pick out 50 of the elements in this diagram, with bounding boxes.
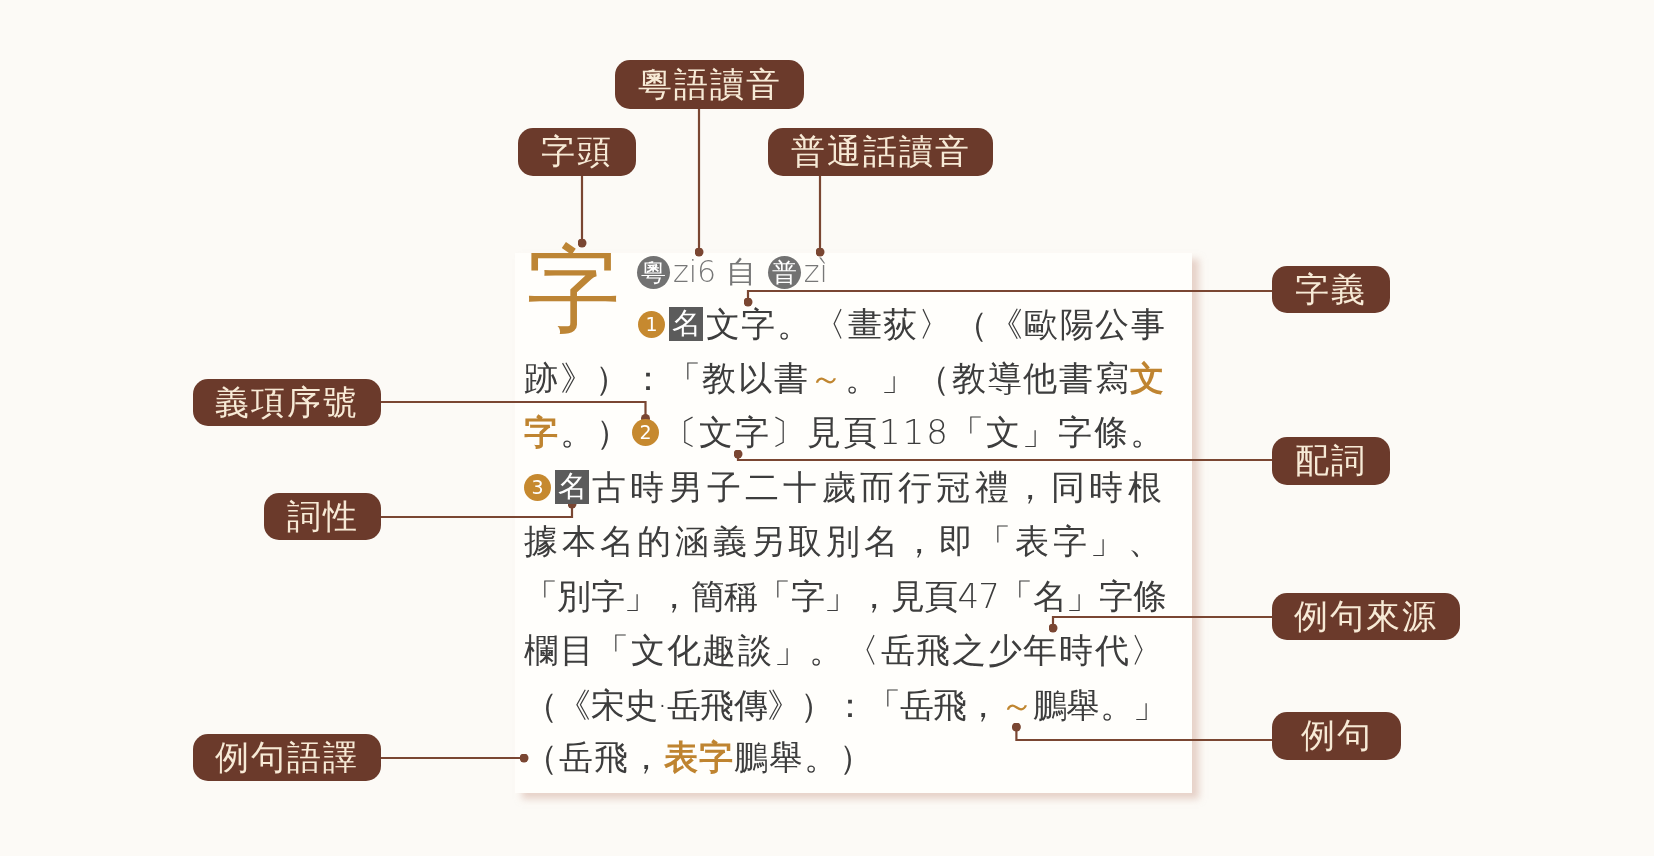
label-box: 配詞 (1272, 437, 1390, 485)
leader-line (577, 176, 587, 248)
label-box: 義項序號 (193, 379, 381, 426)
entry-text: （《宋史·岳飛傳》）： (524, 684, 867, 727)
label-box: 粵語讀音 (615, 60, 804, 109)
entry-text: 據本名的涵義另取別名，即「表字」、 (524, 520, 1166, 563)
pronunciation-text: zì (803, 252, 828, 292)
leader-line (815, 176, 825, 257)
leader-line (381, 753, 529, 763)
leader-line (1048, 615, 1272, 633)
word-class-badge: 名 (555, 470, 589, 504)
entry-text: 「別字」，簡稱「字」，見頁47「名」字條 (524, 575, 1166, 618)
number-badge: 1 (638, 310, 665, 338)
label-box: 字義 (1272, 266, 1390, 313)
label-box: 例句語譯 (193, 734, 381, 781)
collocation-text: 〔文字〕 (663, 410, 808, 454)
entry-text: 跡》）：「教以書 (524, 357, 810, 400)
entry-text: 見頁118「文」字條。 (807, 411, 1166, 454)
entry-text: 古時男子二十歲而行冠禮，同時根 (592, 466, 1166, 509)
number-badge: 3 (524, 473, 551, 501)
leader-line (733, 449, 1272, 462)
word-class-badge: 名 (669, 307, 703, 341)
headword: 字 (526, 243, 620, 337)
reading-badge: 普 (767, 255, 801, 289)
translation-text: 鵬舉。） (734, 736, 874, 779)
pronunciation-text: zi6 自 (673, 252, 756, 292)
label-box: 字頭 (518, 128, 636, 176)
highlighted-text: 文 (1130, 357, 1167, 400)
source-title: 〈岳飛之少年時代〉 (845, 628, 1166, 672)
highlighted-text: 表字 (664, 736, 734, 779)
leader-line (694, 109, 704, 257)
entry-text: 〈畫荻〉（《歐陽公事 (812, 303, 1166, 346)
entry-text: 。） (560, 411, 633, 454)
reading-badge: 粵 (637, 255, 670, 289)
entry-text: 。」（教導他書寫 (845, 357, 1131, 400)
translation-text: （岳飛， (524, 736, 664, 779)
example-text: 「岳飛， (866, 684, 1000, 727)
highlighted-text: ～ (809, 357, 845, 400)
example-text: 鵬舉。」 (1033, 684, 1167, 727)
definition-text: 文字。 (706, 302, 813, 346)
label-box: 例句 (1272, 712, 1401, 760)
leader-line (1011, 722, 1272, 742)
label-box: 例句來源 (1272, 593, 1460, 640)
highlighted-text: 字 (524, 411, 560, 454)
label-box: 詞性 (264, 493, 381, 540)
label-box: 普通話讀音 (768, 128, 993, 176)
number-badge: 2 (632, 418, 660, 446)
entry-text: 欄目「文化趣談」。 (524, 629, 845, 672)
highlighted-text: ～ (999, 684, 1033, 727)
leader-line (743, 289, 1272, 307)
